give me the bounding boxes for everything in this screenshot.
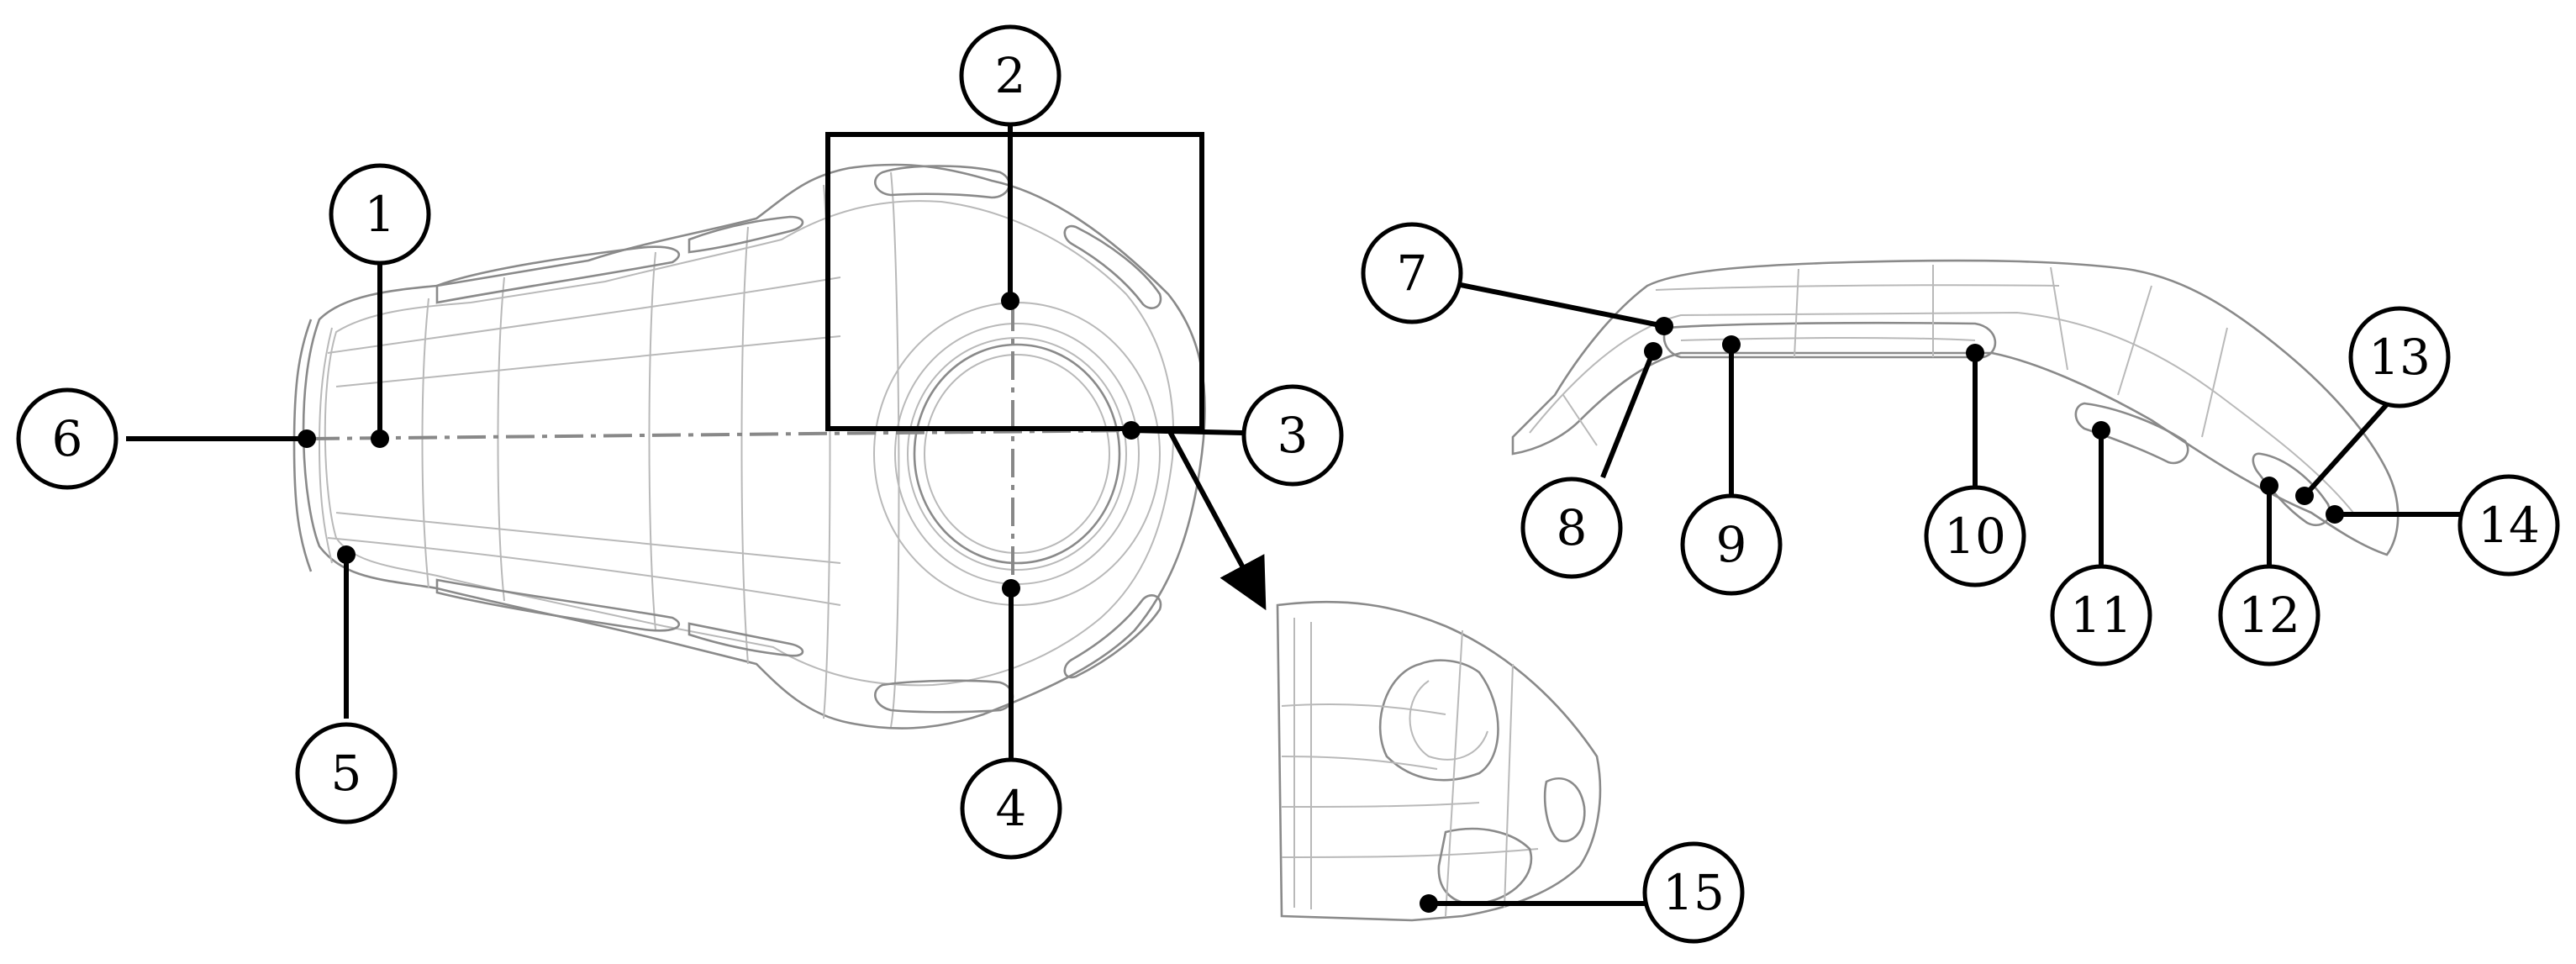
callout-4-label: 4 [996, 780, 1027, 837]
detail-view-drawing [1276, 600, 1602, 922]
callout-12: 12 [2218, 564, 2321, 666]
callout-8-label: 8 [1557, 499, 1588, 556]
callout-3: 3 [1241, 384, 1344, 487]
callout-12-label: 12 [2238, 587, 2300, 644]
callout-10-label: 10 [1944, 508, 2006, 565]
callout-1-label: 1 [365, 186, 396, 243]
callout-10: 10 [1924, 485, 2026, 587]
callout-5-label: 5 [331, 745, 362, 802]
centerlines [310, 303, 1144, 588]
callout-2: 2 [959, 24, 1061, 127]
callout-11-label: 11 [2070, 587, 2132, 644]
callout-3-label: 3 [1277, 407, 1309, 464]
leader-dots [298, 292, 2344, 913]
callout-6-label: 6 [52, 410, 83, 467]
callout-4: 4 [960, 757, 1062, 860]
callout-7-label: 7 [1397, 245, 1428, 302]
callout-15-label: 15 [1662, 864, 1725, 921]
detail-box [825, 132, 1204, 431]
callout-2-label: 2 [995, 47, 1026, 104]
callout-13: 13 [2348, 306, 2451, 408]
callout-9: 9 [1680, 493, 1783, 596]
callout-9-label: 9 [1716, 516, 1747, 573]
callout-13-label: 13 [2368, 329, 2431, 386]
callout-14-label: 14 [2478, 497, 2540, 554]
callout-15: 15 [1642, 841, 1745, 944]
leader-lines [126, 101, 2471, 906]
top-view-drawing [292, 163, 1206, 730]
detail-arrow [1166, 427, 1267, 611]
callout-8: 8 [1520, 477, 1623, 579]
callout-1: 1 [329, 163, 431, 266]
callout-14: 14 [2457, 474, 2560, 577]
callout-5: 5 [295, 722, 398, 824]
callout-6: 6 [16, 387, 119, 490]
side-view-drawing [1511, 259, 2400, 556]
callout-11: 11 [2050, 564, 2152, 666]
callout-7: 7 [1361, 222, 1463, 324]
